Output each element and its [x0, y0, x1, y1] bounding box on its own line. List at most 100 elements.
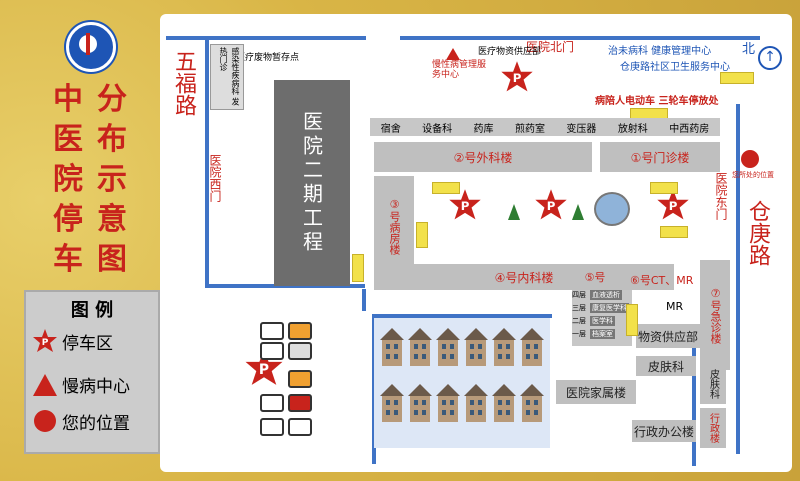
title-char: 停	[53, 202, 83, 237]
house-icon	[520, 328, 544, 368]
north-arrow-icon: ↑	[758, 46, 782, 70]
title-right-column: 分 布 示 意 图	[92, 80, 132, 280]
inpatient-building: ④号内科楼	[374, 264, 674, 290]
derm-label: 皮肤科	[647, 359, 684, 374]
phase2-building: 医院二期工程	[274, 80, 350, 286]
west-gate-label: 医院西门	[208, 154, 222, 202]
mr-label: MR	[666, 300, 684, 313]
house-icon	[380, 384, 404, 424]
floor-label: 四层	[572, 291, 586, 299]
road-line	[166, 36, 366, 40]
outpatient-label: ①号门诊楼	[630, 150, 690, 165]
svg-text:P: P	[461, 199, 470, 213]
title-char: 布	[97, 122, 127, 157]
family-building: 医院家属楼	[556, 380, 636, 404]
row-label: 煎药室	[514, 123, 545, 135]
legend: 图 例 P 停车区 慢病中心 您的位置	[24, 290, 160, 454]
car-icon	[288, 342, 312, 360]
phase2-label: 医院二期工程	[299, 111, 324, 255]
small-building: 四层血液透析 三层康复医学科 二层医学科 一层档案室	[572, 290, 632, 346]
parking-star-icon: P	[449, 189, 481, 220]
arrow	[352, 254, 364, 282]
house-icon	[520, 384, 544, 424]
svg-text:P: P	[547, 199, 556, 213]
car-icon	[288, 322, 312, 340]
row-label: 宿舍	[380, 123, 401, 135]
row-label: 中西药房	[669, 123, 710, 135]
car-icon	[260, 418, 284, 436]
waste-top-label: 医疗废物暂存点	[236, 53, 300, 63]
tree-icon	[572, 204, 584, 220]
svg-text:P: P	[259, 362, 269, 378]
arrow	[660, 226, 688, 238]
house-icon	[492, 328, 516, 368]
wufu-road-label: 五福路	[168, 50, 198, 116]
car-icon	[260, 394, 284, 412]
legend-label: 您的位置	[62, 413, 130, 434]
car-icon	[260, 342, 284, 360]
legend-label: 停车区	[62, 333, 113, 354]
car-icon	[288, 418, 312, 436]
car-icon	[288, 370, 312, 388]
admin-v-label: 行政楼	[707, 413, 719, 443]
svg-text:P: P	[42, 338, 49, 348]
house-icon	[436, 384, 460, 424]
cangqian-label: 仓庚路社区卫生服务中心	[620, 62, 730, 73]
supply-dept-label: 物资供应部	[637, 329, 698, 344]
east-gate-label: 医院东门	[714, 172, 728, 220]
ward-building: ③号病房楼	[374, 176, 414, 276]
legend-heading: 图 例	[70, 300, 114, 321]
surgery-building: ②号外科楼	[374, 142, 592, 172]
row-label: 放射科	[617, 123, 648, 135]
cangkang-road-label: 仓庚路	[742, 200, 772, 266]
admin-v-building: 行政楼	[700, 408, 726, 448]
b7-label: ⑦号急诊楼	[709, 286, 722, 344]
car-icon	[288, 394, 312, 412]
cangkang-road-text: 仓庚路	[745, 200, 770, 266]
b5-building: ⑤号	[570, 268, 620, 286]
house-icon	[408, 328, 432, 368]
parking-star-icon: P	[245, 349, 283, 385]
floor-name: 康复医学科	[590, 303, 629, 313]
zhiwei-label: 治未病科 健康管理中心	[608, 46, 712, 57]
house-icon	[464, 384, 488, 424]
you-are-here-icon	[741, 150, 759, 168]
title-char: 院	[53, 162, 83, 197]
parking-star-icon: P	[33, 329, 57, 352]
legend-label: 慢病中心	[62, 377, 130, 397]
service-row: 宿舍 设备科 药库 煎药室 变压器 放射科 中西药房	[370, 118, 720, 136]
floor-name: 档案室	[590, 329, 615, 339]
parking-star-icon: P	[535, 189, 567, 220]
title-char: 示	[97, 162, 127, 197]
b5-label: ⑤号	[584, 271, 606, 284]
title-char: 车	[53, 242, 83, 277]
svg-text:P: P	[669, 199, 678, 213]
arrow	[720, 72, 754, 84]
road-line	[362, 289, 366, 311]
title-char: 意	[97, 202, 127, 237]
supply-dept-building: 物资供应部	[636, 324, 700, 348]
wufu-road-text: 五福路	[171, 50, 196, 116]
car-icon	[260, 322, 284, 340]
floor-label: 三层	[572, 304, 586, 312]
parking-star-icon: P	[657, 189, 689, 220]
title-char: 中	[53, 82, 83, 117]
arrow	[416, 222, 428, 248]
floor-label: 一层	[572, 330, 586, 338]
side-building-label: 感染性疾病科 发热门诊	[219, 47, 240, 106]
arrow	[432, 182, 460, 194]
side-building: 感染性疾病科 发热门诊	[210, 44, 244, 110]
pond	[594, 192, 630, 226]
arrow	[626, 304, 638, 336]
you-here-label: 您所处的位置	[732, 171, 774, 179]
house-icon	[492, 384, 516, 424]
b6-label: ⑥号CT、MR	[630, 274, 694, 287]
title-char: 分	[97, 82, 127, 117]
floor-name: 医学科	[590, 316, 615, 326]
road-line	[372, 314, 552, 318]
arrow	[650, 182, 678, 194]
map-area: 北 ↑ 医院北门 治未病科 健康管理中心 仓庚路社区卫生服务中心 病陪人电动车 …	[160, 14, 792, 472]
b7-building: ⑦号急诊楼	[700, 260, 730, 370]
road-line	[400, 36, 760, 40]
derm-building: 皮肤科	[636, 356, 696, 376]
